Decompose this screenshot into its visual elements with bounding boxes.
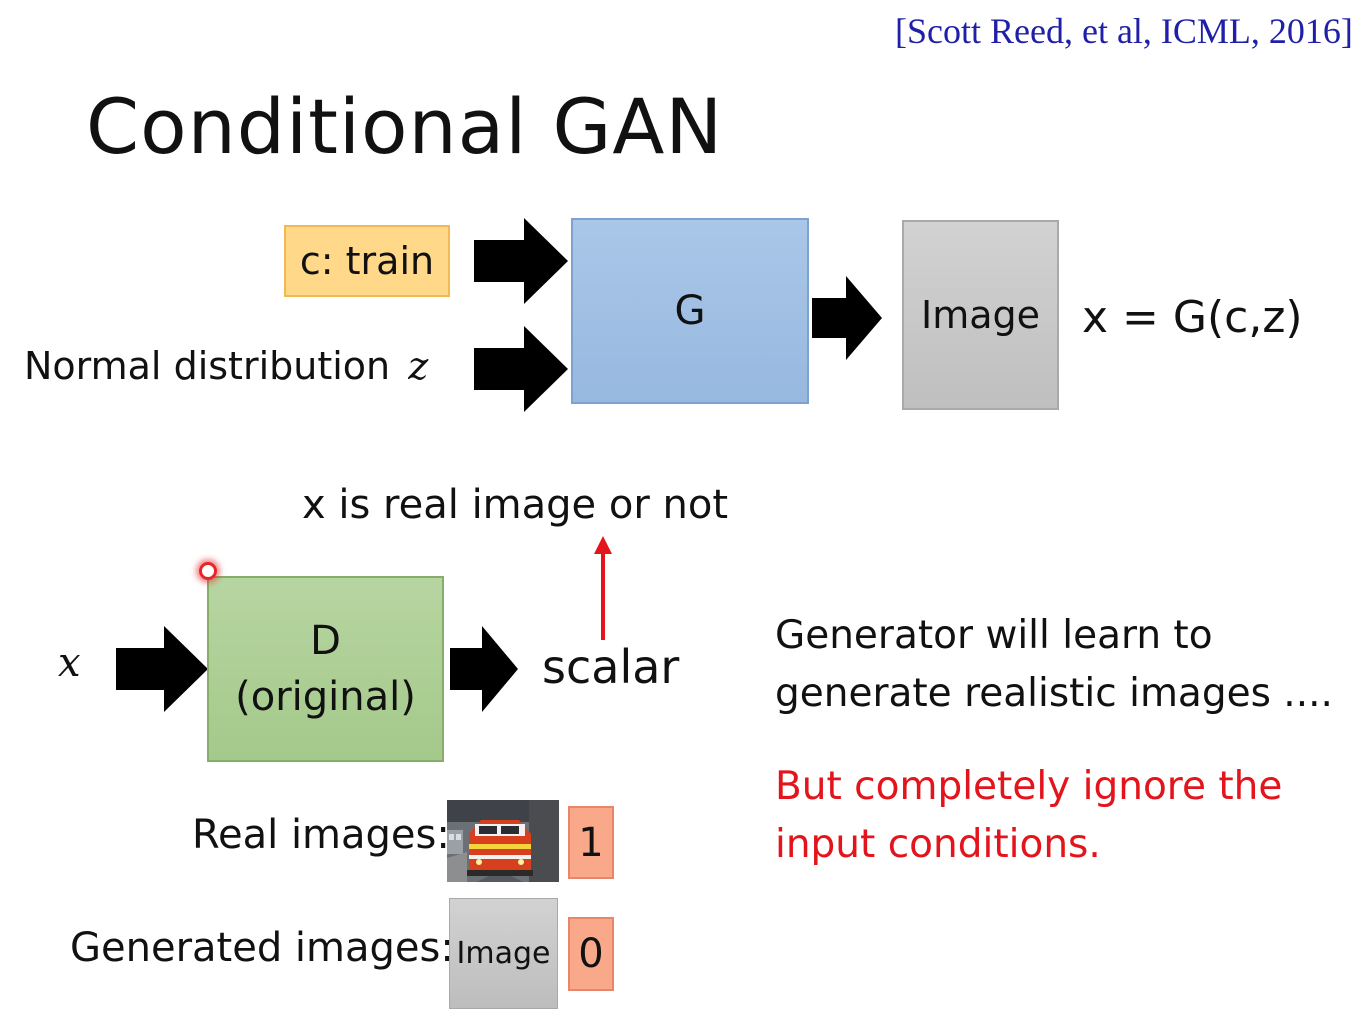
train-photo xyxy=(447,800,559,882)
discriminator-block: D (original) xyxy=(207,576,444,762)
generator-output-arrow xyxy=(812,276,882,360)
real-target-value: 1 xyxy=(578,819,604,866)
citation: [Scott Reed, et al, ICML, 2016] xyxy=(895,11,1353,51)
generated-images-label: Generated images: xyxy=(70,925,454,971)
generated-image-label: Image xyxy=(920,293,1040,337)
note-line-1: Generator will learn to xyxy=(775,613,1213,658)
discriminator-input-arrow xyxy=(116,626,208,712)
condition-label: c: train xyxy=(299,239,435,283)
generated-target-box: 0 xyxy=(568,917,614,991)
warning-line-2: input conditions. xyxy=(775,822,1101,867)
real-target-box: 1 xyxy=(568,806,614,879)
real-images-label: Real images: xyxy=(192,812,450,858)
warning-note: But completely ignore the input conditio… xyxy=(775,758,1282,874)
discriminator-sublabel: (original) xyxy=(235,674,416,720)
generated-target-value: 0 xyxy=(578,931,604,977)
noise-symbol: z xyxy=(408,344,429,388)
discriminator-label: D xyxy=(310,618,341,664)
generated-example-label: Image xyxy=(456,936,551,971)
noise-label: Normal distribution z xyxy=(24,344,428,388)
generator-block: G xyxy=(571,218,809,404)
discriminator-output-arrow xyxy=(450,626,518,712)
condition-box: c: train xyxy=(284,225,450,297)
noise-arrow xyxy=(474,326,568,412)
generator-label: G xyxy=(674,288,706,334)
discriminator-input-symbol: x xyxy=(58,640,81,686)
note-line-2: generate realistic images .... xyxy=(775,671,1333,716)
feedback-arrow xyxy=(594,536,612,640)
generator-note: Generator will learn to generate realist… xyxy=(775,607,1333,723)
slide-title: Conditional GAN xyxy=(86,82,724,171)
generated-example-image: Image xyxy=(449,898,558,1009)
generator-equation: x = G(c,z) xyxy=(1082,292,1303,343)
laser-pointer xyxy=(199,562,217,580)
warning-line-1: But completely ignore the xyxy=(775,764,1283,809)
generated-image-box: Image xyxy=(902,220,1059,410)
discriminator-caption: x is real image or not xyxy=(302,482,729,528)
condition-arrow xyxy=(474,218,568,304)
noise-text: Normal distribution xyxy=(24,344,391,388)
discriminator-output-label: scalar xyxy=(542,640,680,694)
